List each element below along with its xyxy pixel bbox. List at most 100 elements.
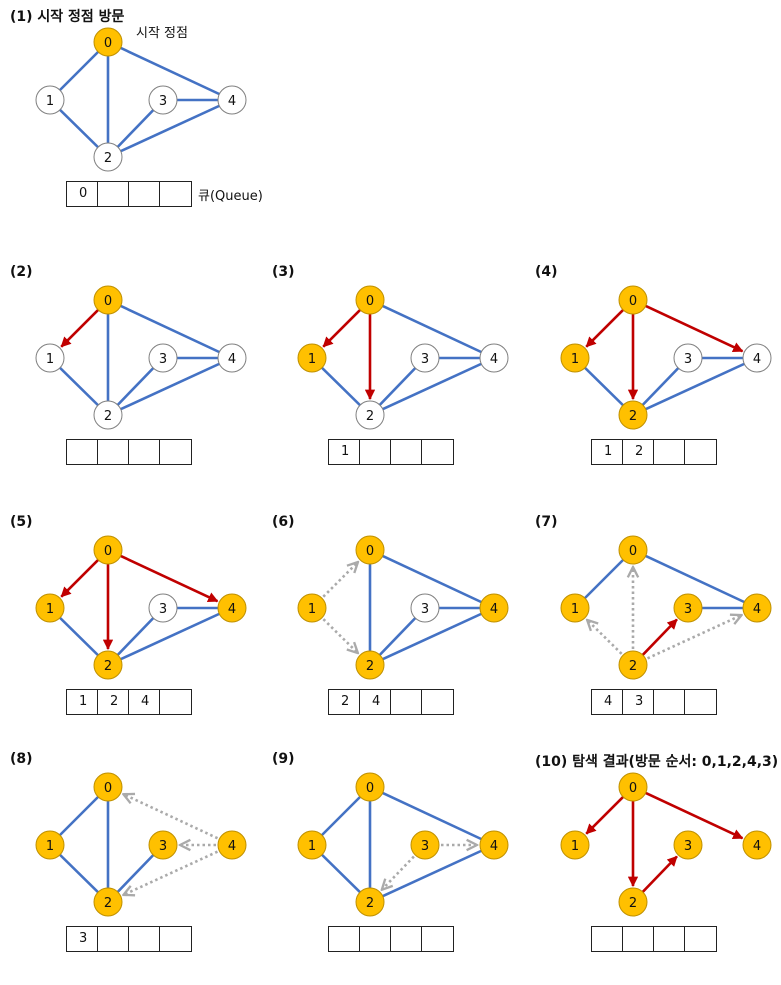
node-label: 0 [104,781,112,796]
node-3: 3 [673,343,703,373]
node-circle [35,830,65,860]
node-circle [673,593,703,623]
node-2: 2 [618,650,648,680]
node-circle [618,535,648,565]
node-circle [148,343,178,373]
node-label: 2 [104,409,112,424]
node-4: 4 [742,593,772,623]
node-4: 4 [217,593,247,623]
node-label: 4 [490,602,498,617]
edge-0-4 [632,548,758,610]
node-1: 1 [560,593,590,623]
dotted-arrow-1-2 [322,618,357,653]
node-1: 1 [560,343,590,373]
node-circle [560,593,590,623]
arrow-0-4 [120,554,219,603]
node-0: 0 [93,285,123,315]
node-label: 0 [366,544,374,559]
step-title: (3) [272,264,295,280]
node-0: 0 [93,535,123,565]
arrow-0-1 [322,308,362,348]
node-label: 2 [366,409,374,424]
node-1: 1 [560,830,590,860]
node-circle [297,830,327,860]
node-circle [217,343,247,373]
node-circle [93,400,123,430]
queue-cell: 1 [329,440,360,464]
queue-box: 1 [328,439,454,465]
node-label: 0 [104,544,112,559]
node-circle [560,830,590,860]
node-circle [742,343,772,373]
node-circle [618,285,648,315]
dotted-arrow-3-2 [382,855,415,890]
node-0: 0 [618,772,648,802]
node-1: 1 [297,830,327,860]
node-2: 2 [355,887,385,917]
node-circle [35,85,65,115]
queue-cell: 4 [129,690,160,714]
queue-cell: 3 [623,690,654,714]
arrow-0-4 [645,304,744,353]
queue-cell [160,927,191,951]
node-2: 2 [355,650,385,680]
node-3: 3 [410,343,440,373]
node-label: 4 [228,94,236,109]
node-1: 1 [35,343,65,373]
node-3: 3 [148,830,178,860]
queue-box [66,439,192,465]
node-3: 3 [410,593,440,623]
node-label: 1 [308,839,316,854]
node-label: 3 [421,839,429,854]
queue-cell [98,927,129,951]
node-4: 4 [479,830,509,860]
node-circle [355,650,385,680]
node-circle [618,650,648,680]
node-label: 4 [753,352,761,367]
queue-cell [654,690,685,714]
node-label: 4 [490,352,498,367]
queue-cell [685,690,716,714]
node-circle [93,27,123,57]
step-title: (6) [272,514,295,530]
node-label: 2 [104,659,112,674]
queue-cell [592,927,623,951]
node-4: 4 [217,85,247,115]
dotted-arrow-2-4 [646,615,742,660]
node-label: 3 [159,839,167,854]
node-0: 0 [355,535,385,565]
node-0: 0 [618,285,648,315]
arrow-0-4 [645,791,744,840]
arrow-0-1 [60,308,100,348]
node-1: 1 [35,593,65,623]
queue-cell: 2 [329,690,360,714]
node-4: 4 [742,830,772,860]
node-label: 2 [629,409,637,424]
node-3: 3 [148,593,178,623]
graph-canvas: 01 2 3 4 [560,285,772,430]
node-circle [35,343,65,373]
step-title: (8) [10,751,33,767]
queue-cell [654,440,685,464]
node-circle [673,343,703,373]
node-circle [673,830,703,860]
arrow-2-3 [641,855,678,893]
node-label: 3 [421,602,429,617]
edge-0-4 [107,40,233,102]
node-circle [93,772,123,802]
node-label: 2 [366,659,374,674]
node-circle [297,593,327,623]
node-label: 2 [104,896,112,911]
node-circle [355,887,385,917]
node-3: 3 [673,830,703,860]
step-title: (5) [10,514,33,530]
node-label: 0 [104,36,112,51]
queue-cell [391,927,422,951]
node-circle [618,887,648,917]
node-circle [618,400,648,430]
